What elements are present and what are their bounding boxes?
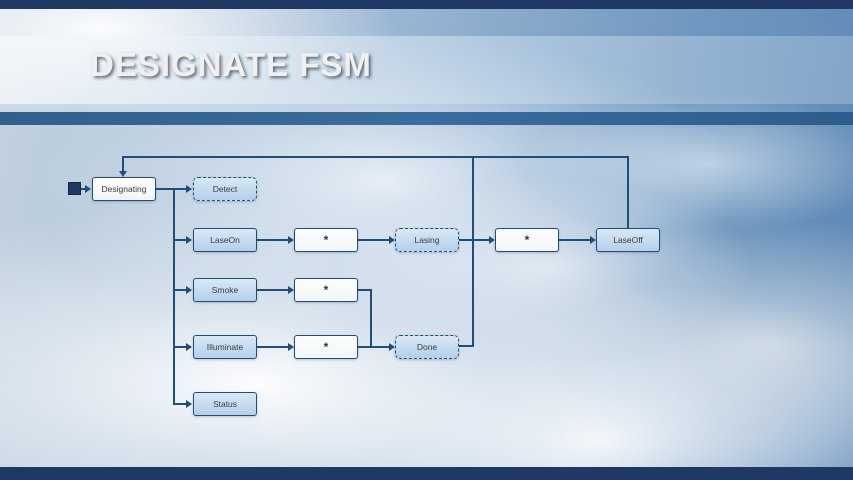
edge-illuminate-star4: [257, 346, 288, 348]
state-status-label: Status: [212, 399, 238, 409]
edge-star2-laseoff: [559, 239, 590, 241]
state-laseon-label: LaseOn: [210, 235, 240, 245]
state-laseoff: LaseOff: [596, 228, 660, 252]
edge-designating-detect: [156, 188, 186, 190]
state-lasing-label: Lasing: [414, 235, 440, 245]
state-illuminate: Illuminate: [193, 335, 257, 359]
edge-feedback-done-up: [472, 157, 474, 347]
state-star3-label: *: [323, 283, 329, 297]
state-star4-label: *: [323, 340, 329, 354]
edge-feedback-laseoff-up: [627, 157, 629, 229]
state-status: Status: [193, 392, 257, 416]
arrowhead-illuminate: [186, 343, 192, 351]
arrowhead-laseon: [186, 236, 192, 244]
state-detect: Detect: [193, 177, 257, 201]
state-star2-label: *: [524, 233, 530, 247]
state-designating-label: Designating: [101, 184, 147, 194]
arrowhead-smoke: [186, 286, 192, 294]
arrowhead-status: [186, 400, 192, 408]
edge-trunk-smoke: [174, 289, 186, 291]
arrowhead-detect: [186, 185, 192, 193]
top-accent-bar: [0, 0, 853, 9]
arrowhead-star4: [288, 343, 294, 351]
initial-state-marker: [68, 182, 81, 195]
slide-title: DESIGNATE FSM: [90, 46, 372, 83]
state-designating: Designating: [92, 177, 156, 201]
arrowhead-laseoff: [590, 236, 596, 244]
arrowhead-into-designating: [119, 171, 127, 177]
edge-init-designating: [81, 188, 86, 190]
edge-star3-junction: [358, 289, 372, 291]
state-laseon: LaseOn: [193, 228, 257, 252]
state-illuminate-label: Illuminate: [206, 342, 244, 352]
arrowhead-lasing: [389, 236, 395, 244]
state-done: Done: [395, 335, 459, 359]
edge-junction-done: [370, 289, 372, 347]
state-star4: *: [294, 335, 358, 359]
arrowhead-done: [389, 343, 395, 351]
state-lasing: Lasing: [395, 228, 459, 252]
bottom-accent-bar: [0, 467, 853, 480]
state-laseoff-label: LaseOff: [613, 235, 643, 245]
edge-feedback-return: [122, 157, 124, 172]
state-done-label: Done: [416, 342, 438, 352]
edge-laseon-star1: [257, 239, 288, 241]
state-star3: *: [294, 278, 358, 302]
title-divider-bar: [0, 112, 853, 125]
edge-trunk-laseon: [174, 239, 186, 241]
edge-smoke-star3: [257, 289, 288, 291]
arrowhead-star3: [288, 286, 294, 294]
edge-star1-lasing: [358, 239, 389, 241]
edge-feedback-top: [122, 156, 629, 158]
edge-star4-done: [358, 346, 389, 348]
state-star1-label: *: [323, 233, 329, 247]
title-band: DESIGNATE FSM: [0, 36, 853, 104]
edge-lasing-star2: [459, 239, 489, 241]
trunk-line: [173, 188, 175, 405]
state-star2: *: [495, 228, 559, 252]
state-detect-label: Detect: [212, 184, 238, 194]
edge-trunk-illuminate: [174, 346, 186, 348]
state-smoke: Smoke: [193, 278, 257, 302]
state-smoke-label: Smoke: [211, 285, 239, 295]
arrowhead-star2: [489, 236, 495, 244]
arrowhead-init-designating: [85, 185, 91, 193]
edge-done-to-feedback: [459, 345, 474, 347]
state-star1: *: [294, 228, 358, 252]
edge-trunk-status: [174, 403, 186, 405]
arrowhead-star1: [288, 236, 294, 244]
